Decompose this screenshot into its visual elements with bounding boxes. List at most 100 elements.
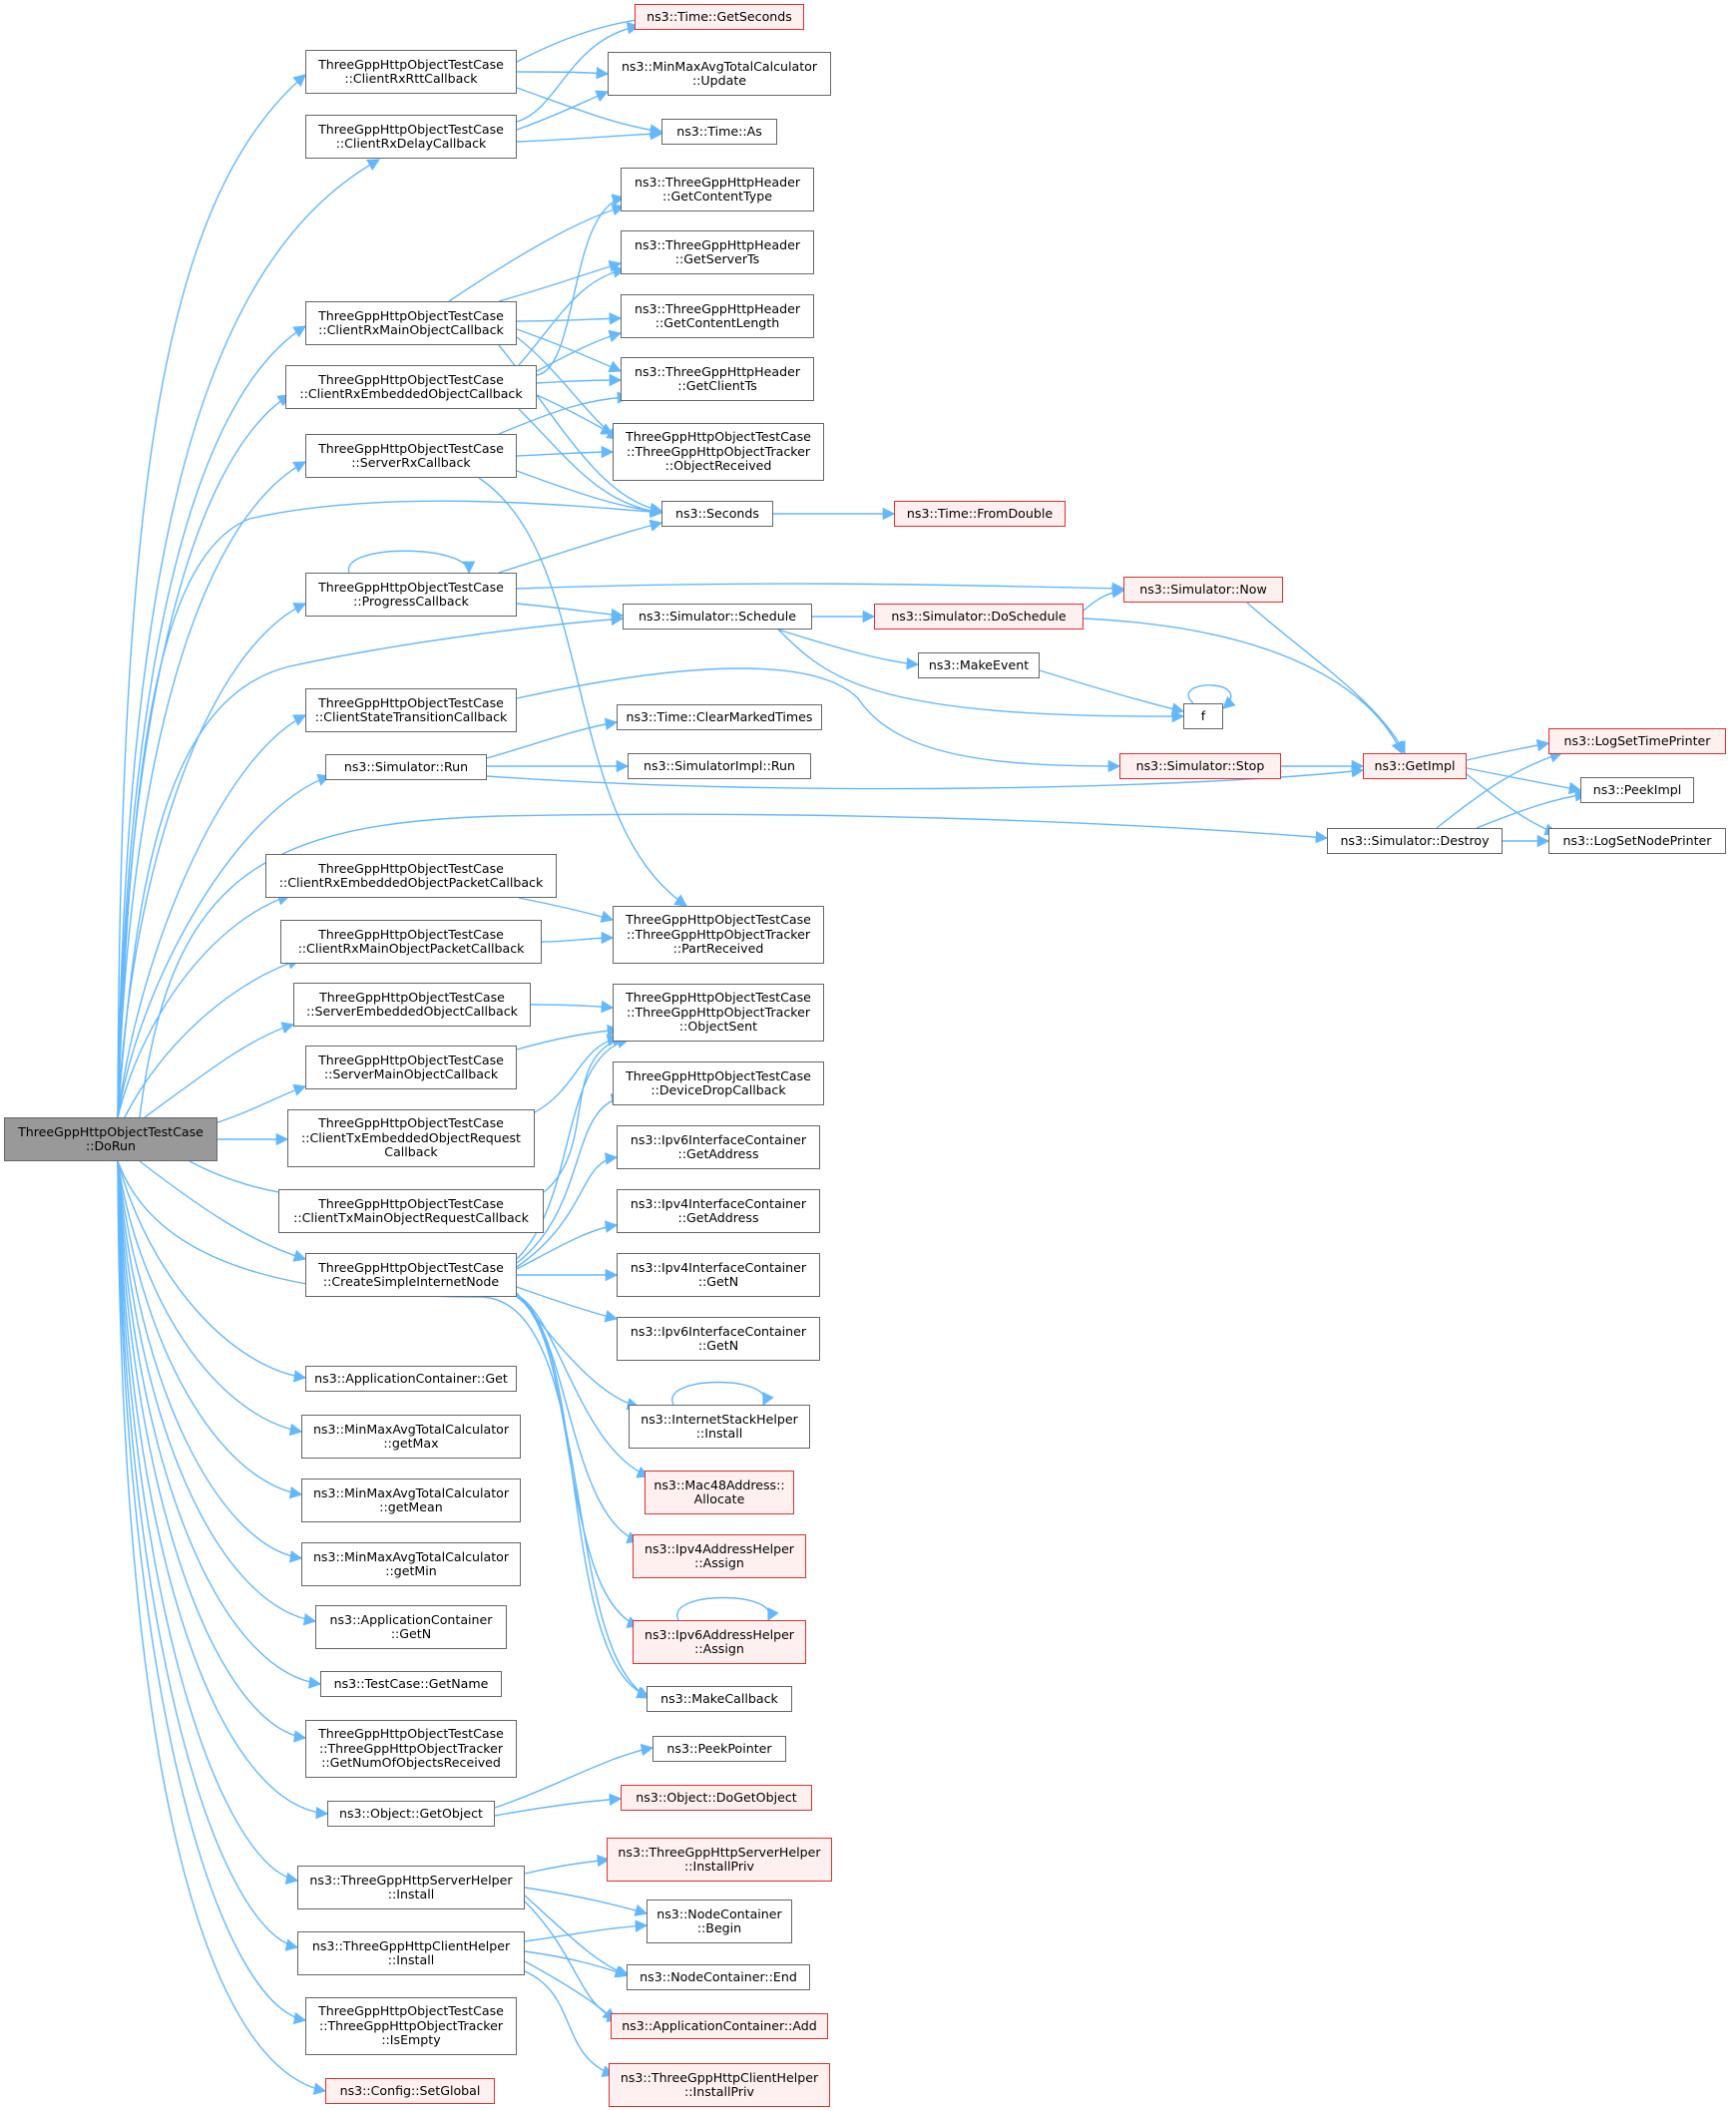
node-object-getobject[interactable]: ns3::Object::GetObject xyxy=(327,1801,495,1827)
node-label-line: ns3::Time::GetSeconds xyxy=(647,8,792,24)
node-client-helper-install[interactable]: ns3::ThreeGppHttpClientHelper::Install xyxy=(297,1931,525,1975)
node-ipv6-getaddress[interactable]: ns3::Ipv6InterfaceContainer::GetAddress xyxy=(617,1125,820,1169)
node-client-tx-embedded-object-request-callback[interactable]: ThreeGppHttpObjectTestCase::ClientTxEmbe… xyxy=(287,1109,535,1167)
node-client-state-transition-callback[interactable]: ThreeGppHttpObjectTestCase::ClientStateT… xyxy=(305,688,517,732)
node-label-line: ::ClientRxEmbeddedObjectPacketCallback xyxy=(278,875,544,890)
node-simulator-destroy[interactable]: ns3::Simulator::Destroy xyxy=(1327,828,1503,854)
node-tracker-get-num-objects-received[interactable]: ThreeGppHttpObjectTestCase::ThreeGppHttp… xyxy=(305,1720,517,1778)
node-mac48-allocate[interactable]: ns3::Mac48Address::Allocate xyxy=(645,1471,794,1514)
node-label-line: ::getMax xyxy=(383,1436,439,1451)
node-object-dogetobject[interactable]: ns3::Object::DoGetObject xyxy=(621,1785,812,1811)
node-client-rx-delay-callback[interactable]: ThreeGppHttpObjectTestCase::ClientRxDela… xyxy=(305,115,517,159)
node-label-line: ns3::Simulator::Stop xyxy=(1135,757,1265,773)
node-tracker-partreceived[interactable]: ThreeGppHttpObjectTestCase::ThreeGppHttp… xyxy=(613,906,824,964)
node-seconds[interactable]: ns3::Seconds xyxy=(661,501,773,527)
edge-c_srvrx-to-hh_clits xyxy=(498,391,631,435)
node-client-helper-installpriv[interactable]: ns3::ThreeGppHttpClientHelper::InstallPr… xyxy=(609,2063,830,2107)
node-nodecontainer-end[interactable]: ns3::NodeContainer::End xyxy=(627,1964,810,1990)
node-internetstackhelper-install[interactable]: ns3::InternetStackHelper::Install xyxy=(629,1405,810,1449)
node-label-line: ns3::Ipv6AddressHelper xyxy=(644,1626,794,1642)
node-dorun[interactable]: ThreeGppHttpObjectTestCase::DoRun xyxy=(4,1117,217,1161)
node-tracker-objectsent[interactable]: ThreeGppHttpObjectTestCase::ThreeGppHttp… xyxy=(613,984,824,1042)
edge-c_srvrx-to-tr_objrecv xyxy=(516,445,615,459)
node-f[interactable]: f xyxy=(1183,703,1223,729)
node-label-line: ::GetNumOfObjectsReceived xyxy=(321,1755,501,1771)
edge-c_rxemb-to-hh_clen xyxy=(536,329,623,372)
node-create-simple-internet-node[interactable]: ThreeGppHttpObjectTestCase::CreateSimple… xyxy=(305,1253,517,1297)
node-label-line: ::GetContentType xyxy=(662,189,772,204)
node-client-rx-main-object-packet-callback[interactable]: ThreeGppHttpObjectTestCase::ClientRxMain… xyxy=(280,920,542,964)
node-ipv6addresshelper-assign[interactable]: ns3::Ipv6AddressHelper::Assign xyxy=(633,1620,806,1664)
node-applicationcontainer-add[interactable]: ns3::ApplicationContainer::Add xyxy=(611,2013,828,2039)
node-ipv4-getaddress[interactable]: ns3::Ipv4InterfaceContainer::GetAddress xyxy=(617,1189,820,1233)
node-server-helper-install[interactable]: ns3::ThreeGppHttpServerHelper::Install xyxy=(297,1866,525,1909)
node-header-getserverts[interactable]: ns3::ThreeGppHttpHeader::GetServerTs xyxy=(621,230,814,274)
node-testcase-getname[interactable]: ns3::TestCase::GetName xyxy=(320,1671,502,1697)
edge-clih_install-to-clih_installpriv xyxy=(524,1970,616,2078)
node-label-line: ThreeGppHttpObjectTestCase xyxy=(318,926,504,942)
node-ipv6-getn[interactable]: ns3::Ipv6InterfaceContainer::GetN xyxy=(617,1317,820,1361)
node-time-clearmarkedtimes[interactable]: ns3::Time::ClearMarkedTimes xyxy=(617,704,822,730)
node-logsetnodeprinter[interactable]: ns3::LogSetNodePrinter xyxy=(1548,828,1726,854)
node-label-line: ThreeGppHttpObjectTestCase xyxy=(318,307,504,323)
node-label-line: ns3::Ipv6InterfaceContainer xyxy=(630,1131,807,1147)
node-peekimpl[interactable]: ns3::PeekImpl xyxy=(1580,777,1694,803)
node-client-rx-embedded-object-callback[interactable]: ThreeGppHttpObjectTestCase::ClientRxEmbe… xyxy=(285,365,537,409)
node-minmax-getmin[interactable]: ns3::MinMaxAvgTotalCalculator::getMin xyxy=(301,1542,521,1586)
node-time-fromdouble[interactable]: ns3::Time::FromDouble xyxy=(894,501,1066,527)
edge-clih_install-to-nc_end xyxy=(524,1950,629,1978)
node-client-rx-main-object-callback[interactable]: ThreeGppHttpObjectTestCase::ClientRxMain… xyxy=(305,301,517,345)
node-ipv4-getn[interactable]: ns3::Ipv4InterfaceContainer::GetN xyxy=(617,1253,820,1297)
node-label-line: ns3::ThreeGppHttpHeader xyxy=(634,363,801,379)
edge-dorun-to-tr_getnum xyxy=(117,1160,307,1743)
node-label-line: ns3::PeekPointer xyxy=(666,1740,772,1756)
node-server-main-object-callback[interactable]: ThreeGppHttpObjectTestCase::ServerMainOb… xyxy=(305,1046,517,1089)
node-simulatorimpl-run[interactable]: ns3::SimulatorImpl::Run xyxy=(628,753,811,779)
node-makecallback[interactable]: ns3::MakeCallback xyxy=(647,1686,792,1712)
edge-dorun-to-obj_getobj xyxy=(117,1160,329,1820)
node-simulator-run[interactable]: ns3::Simulator::Run xyxy=(325,754,487,780)
edge-c_srvemb-to-tr_objsent xyxy=(530,1000,615,1014)
node-minmax-getmean[interactable]: ns3::MinMaxAvgTotalCalculator::getMean xyxy=(301,1478,521,1522)
node-label-line: ns3::Ipv6InterfaceContainer xyxy=(630,1323,807,1339)
edge-dorun-to-c_srvemb xyxy=(144,1022,295,1118)
node-client-tx-main-object-request-callback[interactable]: ThreeGppHttpObjectTestCase::ClientTxMain… xyxy=(278,1189,544,1233)
node-server-helper-installpriv[interactable]: ns3::ThreeGppHttpServerHelper::InstallPr… xyxy=(607,1838,832,1882)
node-getimpl[interactable]: ns3::GetImpl xyxy=(1363,753,1467,779)
node-device-drop-callback[interactable]: ThreeGppHttpObjectTestCase::DeviceDropCa… xyxy=(613,1061,824,1105)
node-simulator-schedule[interactable]: ns3::Simulator::Schedule xyxy=(623,604,812,630)
node-minmax-getmax[interactable]: ns3::MinMaxAvgTotalCalculator::getMax xyxy=(301,1415,521,1459)
node-simulator-now[interactable]: ns3::Simulator::Now xyxy=(1123,577,1283,603)
node-application-container-get[interactable]: ns3::ApplicationContainer::Get xyxy=(305,1366,517,1392)
node-label-line: f xyxy=(1200,707,1206,723)
node-time-as[interactable]: ns3::Time::As xyxy=(661,119,777,145)
node-minmax-update[interactable]: ns3::MinMaxAvgTotalCalculator::Update xyxy=(608,52,831,96)
node-label-line: ::ObjectSent xyxy=(678,1019,758,1035)
node-label-line: ns3::ThreeGppHttpClientHelper xyxy=(620,2069,819,2085)
node-tracker-isempty[interactable]: ThreeGppHttpObjectTestCase::ThreeGppHttp… xyxy=(305,1997,517,2055)
node-server-embedded-object-callback[interactable]: ThreeGppHttpObjectTestCase::ServerEmbedd… xyxy=(293,983,531,1027)
node-ipv4addresshelper-assign[interactable]: ns3::Ipv4AddressHelper::Assign xyxy=(633,1534,806,1578)
node-time-getseconds[interactable]: ns3::Time::GetSeconds xyxy=(635,4,804,30)
node-application-container-getn[interactable]: ns3::ApplicationContainer::GetN xyxy=(315,1605,507,1649)
node-header-getcontentlength[interactable]: ns3::ThreeGppHttpHeader::GetContentLengt… xyxy=(621,294,814,338)
node-config-setglobal[interactable]: ns3::Config::SetGlobal xyxy=(325,2078,495,2104)
node-tracker-objectreceived[interactable]: ThreeGppHttpObjectTestCase::ThreeGppHttp… xyxy=(613,423,824,481)
node-server-rx-callback[interactable]: ThreeGppHttpObjectTestCase::ServerRxCall… xyxy=(305,434,517,478)
node-client-rx-embedded-object-packet-callback[interactable]: ThreeGppHttpObjectTestCase::ClientRxEmbe… xyxy=(265,854,557,898)
node-makeevent[interactable]: ns3::MakeEvent xyxy=(918,652,1040,678)
node-label-line: ::Begin xyxy=(696,1920,742,1935)
node-label-line: ns3::Config::SetGlobal xyxy=(339,2082,481,2098)
node-label-line: ::Assign xyxy=(694,1641,744,1656)
node-logsettimeprinter[interactable]: ns3::LogSetTimePrinter xyxy=(1548,728,1726,754)
node-label-line: ns3::ApplicationContainer xyxy=(329,1611,493,1627)
edge-dorun-to-c_rxmain xyxy=(117,325,307,1118)
node-simulator-stop[interactable]: ns3::Simulator::Stop xyxy=(1119,753,1281,779)
node-header-getclientts[interactable]: ns3::ThreeGppHttpHeader::GetClientTs xyxy=(621,357,814,401)
node-header-getcontenttype[interactable]: ns3::ThreeGppHttpHeader::GetContentType xyxy=(621,168,814,211)
node-nodecontainer-begin[interactable]: ns3::NodeContainer::Begin xyxy=(647,1900,792,1943)
node-simulator-doschedule[interactable]: ns3::Simulator::DoSchedule xyxy=(874,604,1084,630)
node-client-rx-rtt-callback[interactable]: ThreeGppHttpObjectTestCase::ClientRxRttC… xyxy=(305,50,517,94)
node-progress-callback[interactable]: ThreeGppHttpObjectTestCase::ProgressCall… xyxy=(305,573,517,617)
node-peekpointer[interactable]: ns3::PeekPointer xyxy=(652,1736,786,1762)
